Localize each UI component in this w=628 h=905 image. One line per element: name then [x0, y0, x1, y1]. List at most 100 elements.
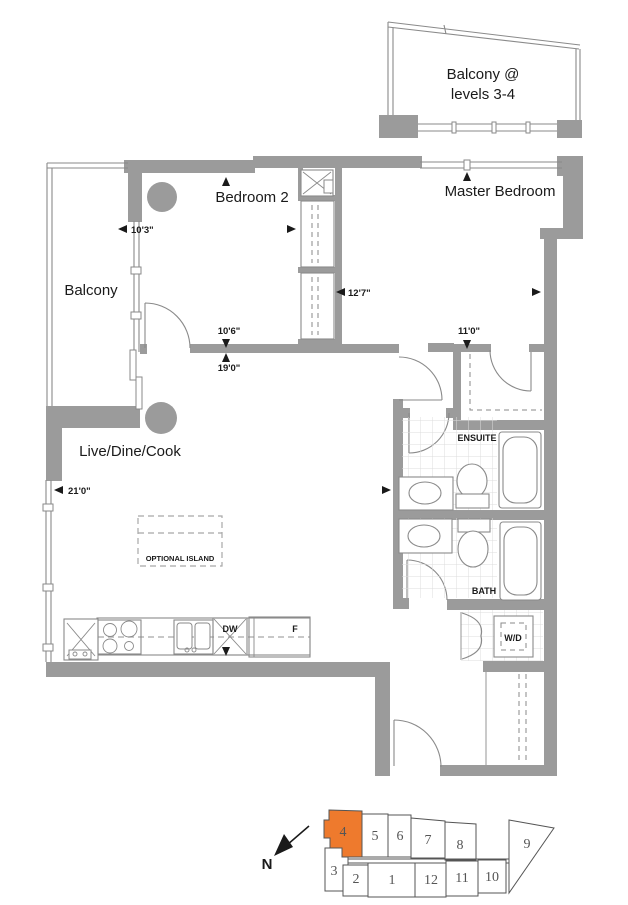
dim-arrow-left	[336, 288, 345, 296]
columns	[145, 182, 177, 434]
fridge-label: F	[292, 624, 298, 634]
wall-segment	[453, 344, 491, 352]
ensuite-label: ENSUITE	[457, 433, 496, 443]
dimensions: 10'3" 10'6" 19'0" 12'7" 11'0" 21'0"	[54, 172, 541, 656]
bath-sink	[407, 524, 441, 548]
structural-column	[145, 402, 177, 434]
keyplan-unit-number: 9	[524, 837, 531, 852]
dim-arrow-up	[222, 353, 230, 362]
keyplan-unit-number: 6	[397, 829, 404, 844]
keyplan: 4 5 6 7 8 9 3 2 1 12 11 10	[323, 809, 555, 898]
upper-balcony: Balcony @ levels 3-4	[379, 21, 582, 138]
wall-segment	[375, 677, 390, 776]
wall-segment	[453, 344, 461, 428]
dim-arrow-down	[222, 647, 230, 656]
dishwasher-x	[213, 618, 247, 655]
structural-column	[147, 182, 177, 212]
bath-toilet-bowl	[457, 530, 489, 568]
dim-arrow-left	[54, 486, 63, 494]
dim-arrow-up	[463, 172, 471, 181]
wall-segment	[298, 195, 340, 201]
closet-box	[300, 272, 335, 340]
oven-control-box	[68, 649, 92, 660]
rail-mullion	[491, 121, 497, 134]
washer-dryer-inner	[500, 622, 527, 651]
walls	[46, 156, 583, 776]
ensuite-toilet-tank	[455, 493, 490, 509]
shaft-control-box	[323, 179, 334, 194]
wall-segment	[393, 520, 403, 608]
upper-balcony-rail	[414, 123, 562, 132]
ensuite: ENSUITE	[398, 417, 542, 511]
dim-living-width: 21'0"	[68, 486, 91, 497]
dim-arrow-right	[382, 486, 391, 494]
keyplan-unit	[445, 860, 479, 897]
keyplan-unit-number: 11	[455, 871, 468, 886]
laundry-label: W/D	[504, 633, 522, 643]
keyplan-unit	[324, 847, 349, 892]
burner	[120, 620, 138, 638]
balcony-pier	[379, 115, 418, 138]
kitchen: DW F	[63, 616, 311, 661]
keyplan-unit-number: 1	[389, 873, 396, 888]
ensuite-sink	[408, 481, 442, 505]
upper-balcony-label-1: Balcony @	[447, 66, 520, 83]
rail-mullion	[451, 121, 457, 134]
hall-door	[398, 356, 443, 401]
dim-arrow-down	[222, 339, 230, 348]
wall-segment	[400, 408, 410, 418]
closet-door-swing	[489, 349, 532, 392]
burner	[103, 623, 117, 637]
north-arrow: N	[262, 825, 310, 873]
master-window	[420, 161, 562, 169]
oven-control-knob	[82, 651, 88, 657]
wall-segment	[540, 228, 583, 239]
wall-segment	[298, 339, 340, 345]
bedroom2-label: Bedroom 2	[215, 189, 288, 206]
wall-segment	[393, 510, 557, 520]
wall-segment	[453, 420, 545, 430]
keyplan-unit-number: 3	[331, 864, 338, 879]
dim-bedroom2-depth: 10'6"	[218, 326, 241, 337]
wall-segment	[298, 267, 340, 273]
bath-tub-inner	[503, 526, 538, 596]
entry-closet-rod	[518, 674, 527, 763]
windows	[42, 159, 562, 662]
wall-segment	[46, 428, 62, 481]
bedroom2-door	[144, 302, 191, 349]
faucet	[191, 647, 197, 653]
keyplan-unit	[477, 859, 507, 894]
wall-segment	[190, 344, 399, 353]
bath-toilet-tank	[457, 518, 491, 533]
wall-segment	[529, 344, 545, 352]
keyplan-unit	[414, 862, 447, 898]
keyplan-unit-number: 4	[340, 825, 347, 840]
dim-master-width: 12'7"	[348, 288, 371, 299]
wall-segment	[563, 170, 583, 232]
room-labels: Bedroom 2 Master Bedroom Balcony Live/Di…	[64, 183, 555, 460]
wall-segment	[393, 598, 409, 609]
north-label: N	[262, 856, 273, 873]
dim-master-depth: 11'0"	[458, 326, 480, 337]
window-mullion	[42, 503, 54, 512]
living-label: Live/Dine/Cook	[79, 443, 181, 460]
wall-segment	[124, 160, 255, 173]
dim-living-length: 19'0"	[218, 363, 241, 374]
wall-segment	[140, 344, 147, 354]
dim-arrow-up	[222, 177, 230, 186]
entry-closet	[485, 672, 527, 765]
wall-segment	[428, 343, 454, 352]
dim-arrow-right	[287, 225, 296, 233]
sink-basin	[176, 622, 193, 650]
keyplan-unit-number: 10	[485, 870, 499, 885]
entry-door	[393, 719, 442, 768]
dim-arrow-left	[118, 225, 127, 233]
optional-island: OPTIONAL ISLAND	[137, 515, 223, 567]
living-window-wall	[133, 221, 140, 352]
wall-segment	[440, 765, 557, 776]
fridge	[248, 616, 311, 658]
bath-label: BATH	[472, 586, 496, 596]
burner	[102, 638, 118, 654]
wall-segment	[446, 408, 455, 418]
closet-shelf-line	[469, 354, 542, 411]
